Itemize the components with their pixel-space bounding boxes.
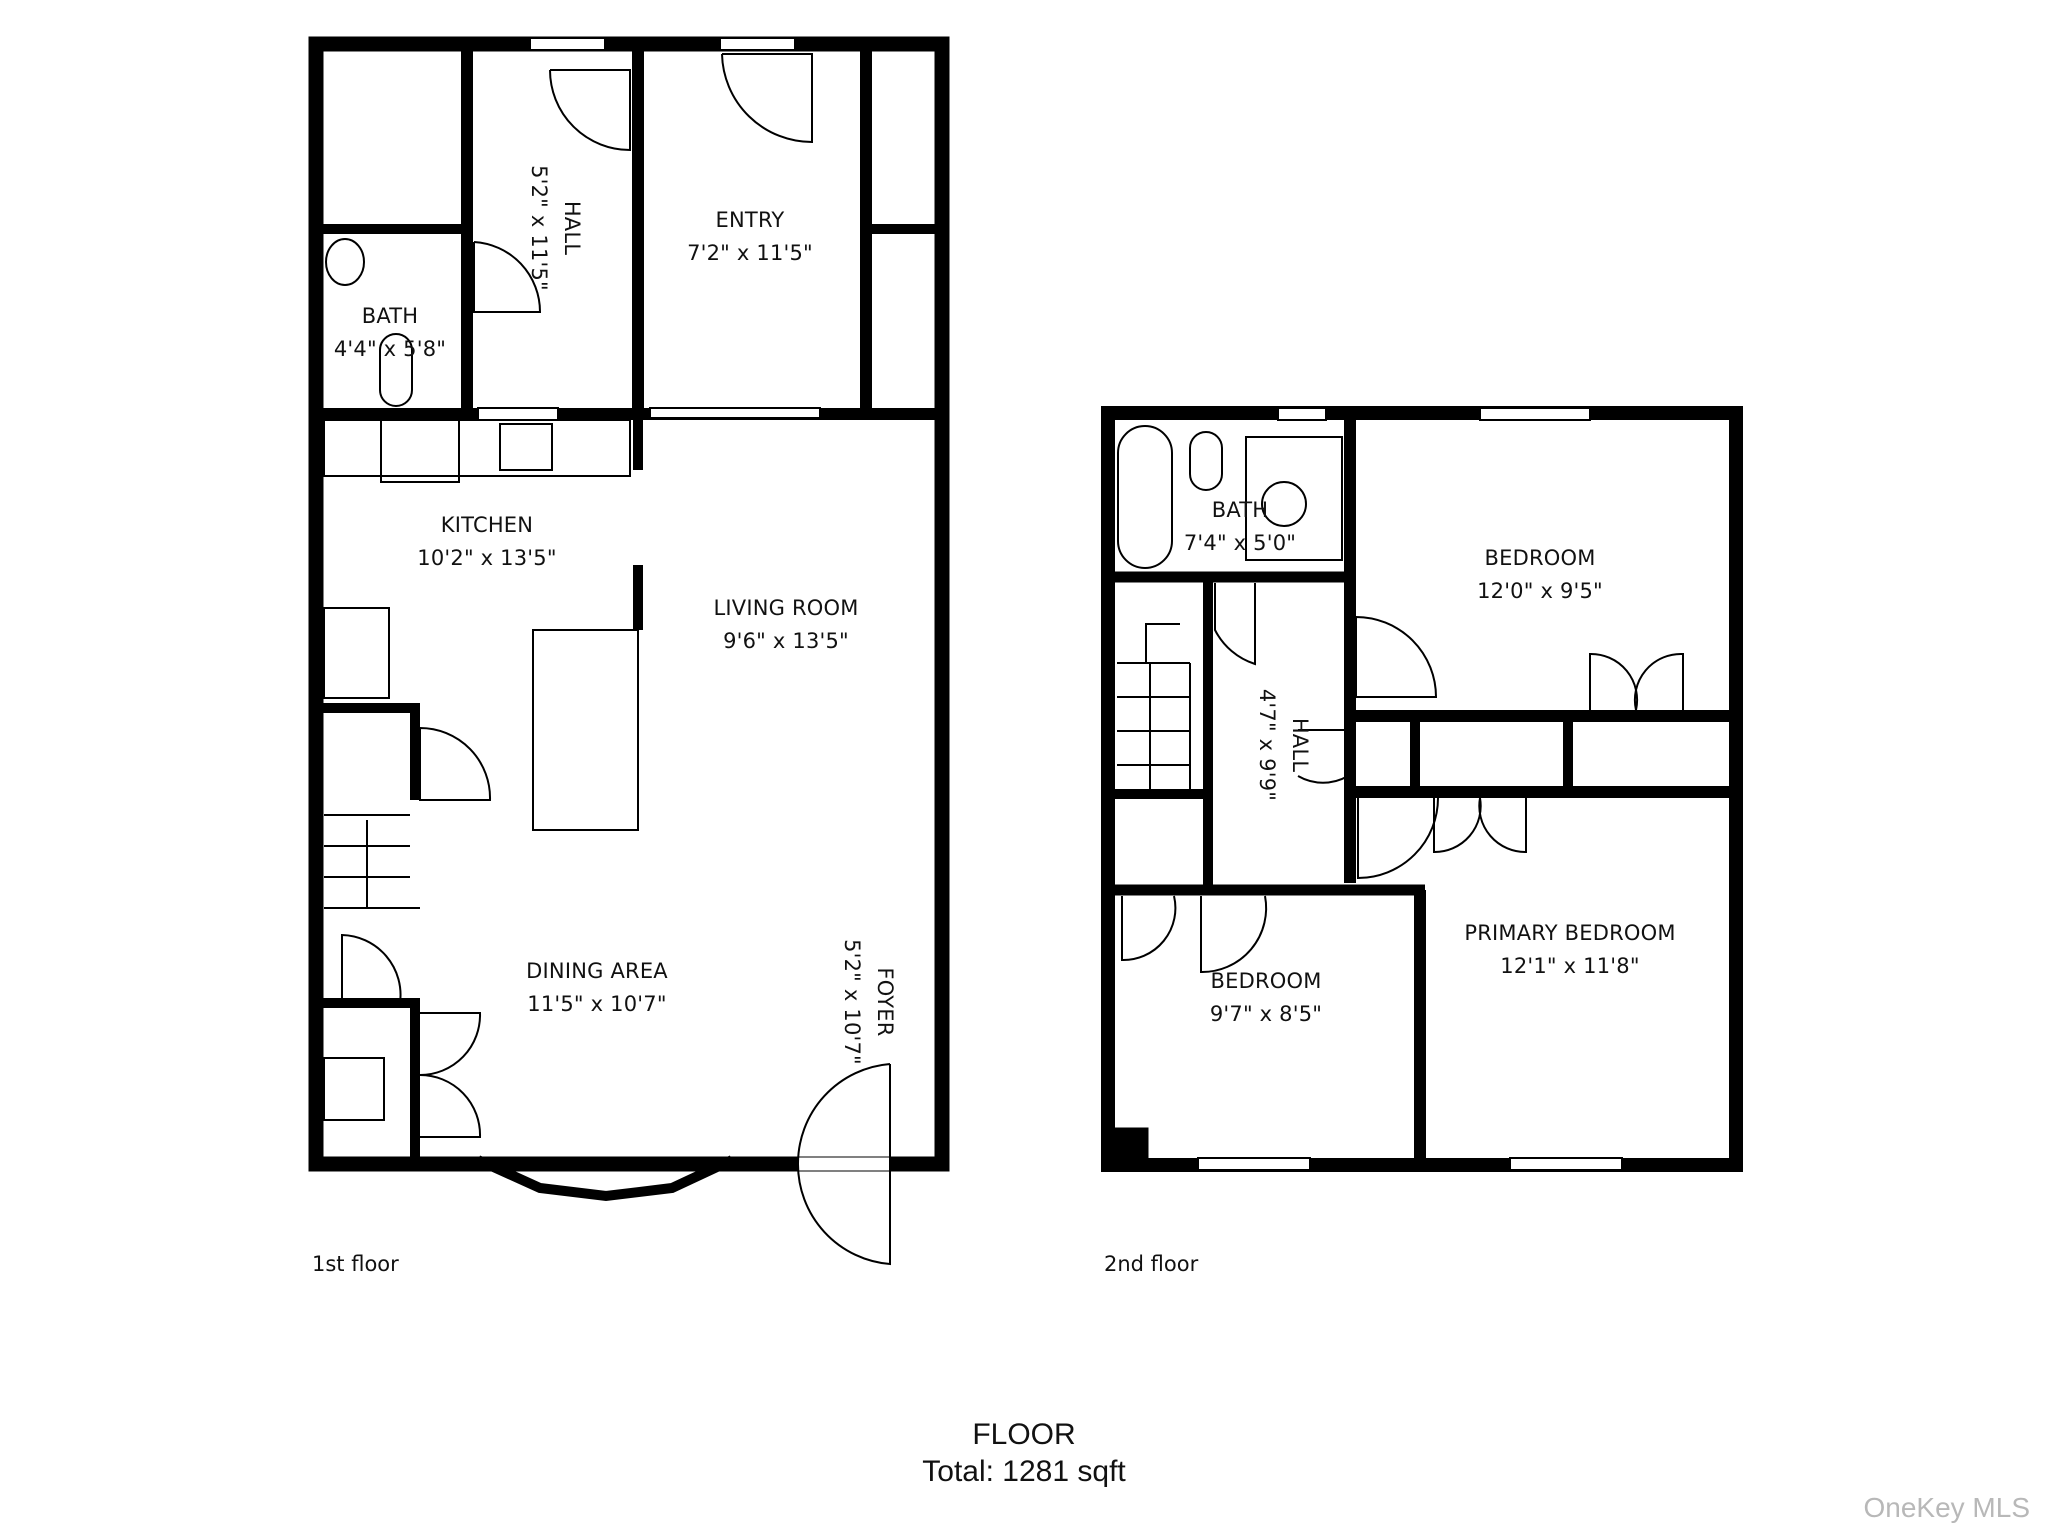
room-name: KITCHEN [440,513,534,537]
room-label-kitchen: KITCHEN 10'2" x 13'5" [417,509,556,575]
room-name: BEDROOM [1484,546,1596,570]
room-name: ENTRY [715,208,785,232]
total-area: Total: 1281 sqft [922,1455,1126,1488]
room-dimensions: 11'5" x 10'7" [527,992,667,1016]
room-dimensions: 5'2" x 11'5" [527,165,551,291]
room-dimensions: 5'2" x 10'7" [840,939,864,1065]
window [1277,407,1327,421]
room-dimensions: 9'7" x 8'5" [1209,1002,1323,1026]
door-swing [1355,616,1438,698]
window [1509,1157,1623,1171]
door-swing [1214,583,1256,666]
room-dimensions: 4'7" x 9'9" [1255,688,1279,802]
door-swing [1357,797,1439,880]
door-swing [1200,895,1268,974]
room-name: BEDROOM [1210,969,1322,993]
room-label-hall-1f: HALL 5'2" x 11'5" [522,165,588,291]
window [1479,407,1591,421]
floor-title: FLOOR [972,1418,1076,1451]
room-label-bath-1f: BATH 4'4" x 5'8" [334,300,446,366]
room-name: PRIMARY BEDROOM [1464,921,1676,945]
window [529,37,606,51]
room-dimensions: 7'2" x 11'5" [687,241,813,265]
kitchen-counter [323,419,631,477]
door-swing [473,241,542,313]
room-label-bath-2f: BATH 7'4" x 5'0" [1184,494,1296,560]
closet-double-door [1433,797,1527,854]
stairs [1117,623,1191,790]
closet-double-door [1589,652,1684,711]
window [719,37,796,51]
room-name: BATH [361,304,419,328]
room-label-hall-2f: HALL 4'7" x 9'9" [1250,689,1316,801]
front-door-swing [796,1063,891,1266]
corner-column [1107,1127,1149,1166]
first-floor-plan [308,36,950,1266]
vanity-fixture [1245,436,1343,561]
door-swing [721,53,813,144]
toilet-fixture [1189,431,1223,491]
room-dimensions: 4'4" x 5'8" [333,337,447,361]
room-label-primary-bedroom: PRIMARY BEDROOM 12'1" x 11'8" [1464,917,1675,983]
first-floor-exterior-walls [308,36,950,1172]
mls-watermark: OneKey MLS [1863,1492,2030,1523]
room-name: LIVING ROOM [713,596,859,620]
room-label-bedroom-lower: BEDROOM 9'7" x 8'5" [1210,965,1322,1031]
room-dimensions: 12'1" x 11'8" [1500,954,1640,978]
door-swing [419,1012,482,1138]
sink-fixture [325,238,365,286]
door-swing [341,933,402,1004]
appliance [323,1057,385,1121]
door-swing [1121,895,1177,962]
room-dimensions: 9'6" x 13'5" [723,629,849,653]
room-label-foyer: FOYER 5'2" x 10'7" [835,939,901,1065]
room-dimensions: 7'4" x 5'0" [1183,531,1297,555]
door-swing [1297,729,1349,784]
window [649,407,821,419]
sink-fixture [1261,481,1307,527]
first-floor-caption: 1st floor [312,1252,399,1276]
stove-fixture [380,419,460,483]
door-swing [549,69,631,152]
stairs [324,814,420,909]
door-swing [419,727,492,801]
room-label-bedroom-upper: BEDROOM 12'0" x 9'5" [1477,542,1603,608]
kitchen-sink-fixture [499,423,553,471]
window [477,407,559,421]
room-name: FOYER [873,967,897,1037]
room-dimensions: 12'0" x 9'5" [1477,579,1603,603]
second-floor-plan [1101,406,1743,1172]
kitchen-island [532,629,639,831]
room-name: HALL [560,200,584,256]
bathtub-fixture [1117,425,1173,569]
room-name: HALL [1288,717,1312,773]
room-label-entry: ENTRY 7'2" x 11'5" [687,204,813,270]
toilet-fixture [379,333,413,407]
appliance [323,607,390,699]
room-label-dining-area: DINING AREA 11'5" x 10'7" [526,955,668,1021]
room-dimensions: 10'2" x 13'5" [417,546,557,570]
window [1197,1157,1311,1171]
room-name: BATH [1211,498,1269,522]
room-label-living-room: LIVING ROOM 9'6" x 13'5" [713,592,858,658]
bay-window [475,1155,735,1202]
room-name: DINING AREA [526,959,668,983]
second-floor-caption: 2nd floor [1104,1252,1199,1276]
